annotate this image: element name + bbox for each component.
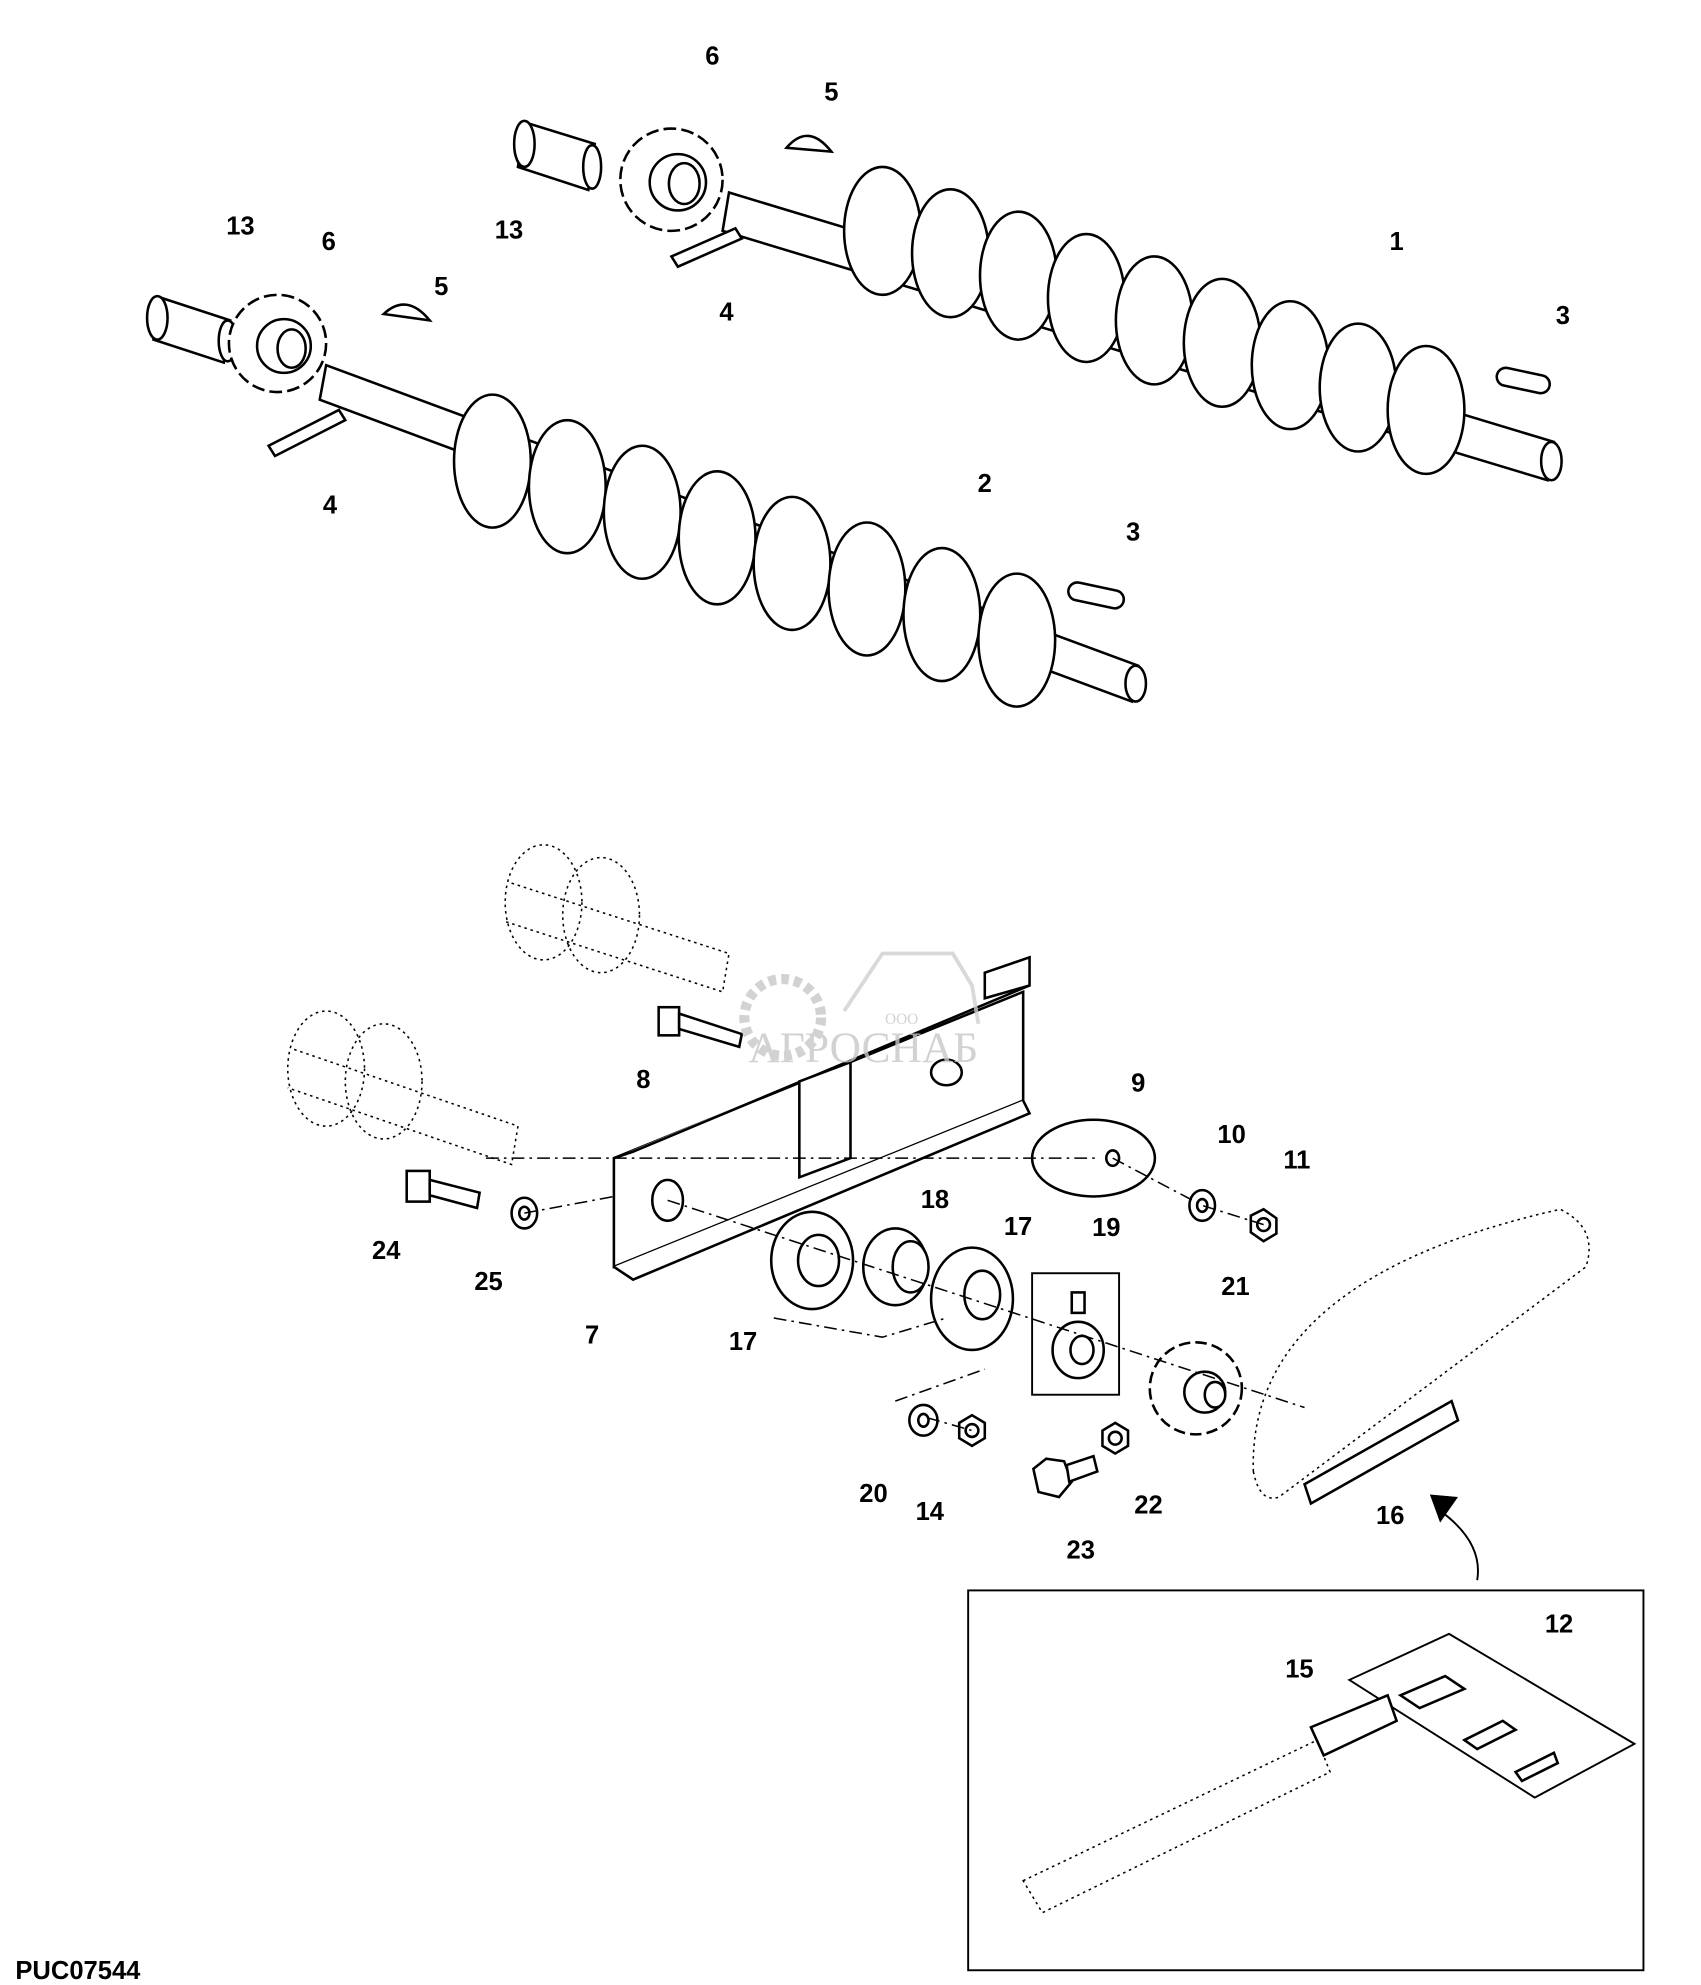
callout-label: 17	[729, 1328, 757, 1356]
callout-label: 10	[1217, 1121, 1245, 1149]
callout-label: 1	[1390, 228, 1404, 256]
nut-14	[957, 1413, 987, 1448]
key-5-upper	[783, 134, 835, 154]
auger-flight	[1386, 344, 1466, 476]
callout-label: 4	[719, 298, 734, 326]
flange-17-left	[769, 1210, 855, 1311]
sprocket-6-upper	[619, 127, 724, 233]
callout-label: 13	[495, 217, 523, 245]
bolt-8	[657, 1005, 744, 1049]
auger-flight	[677, 470, 757, 606]
washer-20	[908, 1403, 939, 1437]
phantom-augers	[286, 844, 730, 1166]
auger-flight	[1046, 232, 1126, 364]
callout-label: 24	[372, 1237, 401, 1265]
auger-flight	[1182, 277, 1262, 409]
callout-label: 2	[978, 470, 992, 498]
key-3-lower	[1067, 581, 1126, 610]
key-5-lower	[380, 303, 433, 323]
collar-19	[1031, 1272, 1121, 1396]
auger-flight	[527, 418, 607, 555]
callout-label: 15	[1285, 1655, 1313, 1683]
callout-label: 6	[322, 228, 336, 256]
nut-22	[1101, 1421, 1130, 1456]
watermark-logo: ООО АГРОСНАБ	[739, 951, 981, 1072]
bolt-23	[1031, 1454, 1099, 1499]
auger-flight	[910, 188, 991, 319]
callout-label: 3	[1556, 302, 1570, 330]
callout-label: 19	[1092, 1214, 1120, 1242]
callout-label: 21	[1221, 1273, 1249, 1301]
callout-label: 4	[323, 492, 338, 520]
pin-4-lower	[266, 408, 348, 458]
callout-label: 13	[226, 213, 254, 241]
callout-label: 8	[636, 1066, 650, 1094]
callout-label: 23	[1066, 1536, 1094, 1564]
flange-17-right	[929, 1246, 1015, 1352]
key-3-upper	[1495, 366, 1551, 395]
auger-flight	[902, 546, 982, 683]
auger-flight	[1250, 299, 1330, 431]
auger-2	[318, 363, 1148, 708]
auger-flight	[1318, 322, 1398, 453]
auger-flight	[1114, 255, 1194, 386]
auger-flight	[842, 165, 923, 297]
callout-label: 6	[705, 43, 719, 71]
callout-label: 5	[434, 273, 448, 301]
auger-flight	[602, 444, 682, 581]
svg-text:ООО: ООО	[885, 1011, 918, 1028]
nut-11	[1249, 1207, 1278, 1243]
bearing-18	[862, 1227, 930, 1307]
detail-inset	[967, 1589, 1645, 1972]
callout-label: 17	[1004, 1213, 1032, 1241]
callout-label: 3	[1126, 518, 1140, 546]
bolt-24	[405, 1169, 482, 1210]
pin-4-upper	[669, 226, 744, 269]
callout-label: 12	[1545, 1611, 1573, 1639]
auger-flight	[452, 393, 533, 529]
callout-label: 25	[474, 1268, 502, 1296]
chain-16	[1252, 1208, 1590, 1506]
bushing-13-lower	[145, 294, 238, 365]
auger-flight	[827, 521, 907, 657]
callout-label: 7	[585, 1322, 599, 1350]
sprocket-6-lower	[227, 293, 328, 394]
auger-flight	[977, 572, 1057, 708]
arrow	[1438, 1509, 1479, 1581]
callout-label: 22	[1134, 1492, 1162, 1520]
bushing-13-upper	[512, 119, 603, 192]
figure-code: PUC07544	[15, 1957, 141, 1985]
callout-label: 18	[921, 1186, 949, 1214]
callout-label: 9	[1131, 1070, 1145, 1098]
callout-label: 5	[824, 78, 838, 106]
auger-flight	[978, 210, 1059, 341]
callout-label: 11	[1283, 1146, 1310, 1174]
callout-label: 14	[916, 1498, 945, 1526]
auger-1	[721, 165, 1563, 482]
washer-10	[1188, 1188, 1217, 1223]
sprocket-21	[1148, 1341, 1244, 1436]
svg-text:АГРОСНАБ: АГРОСНАБ	[748, 1024, 978, 1072]
callout-label: 16	[1376, 1502, 1404, 1530]
auger-flight	[752, 495, 832, 632]
callout-label: 20	[859, 1480, 887, 1508]
